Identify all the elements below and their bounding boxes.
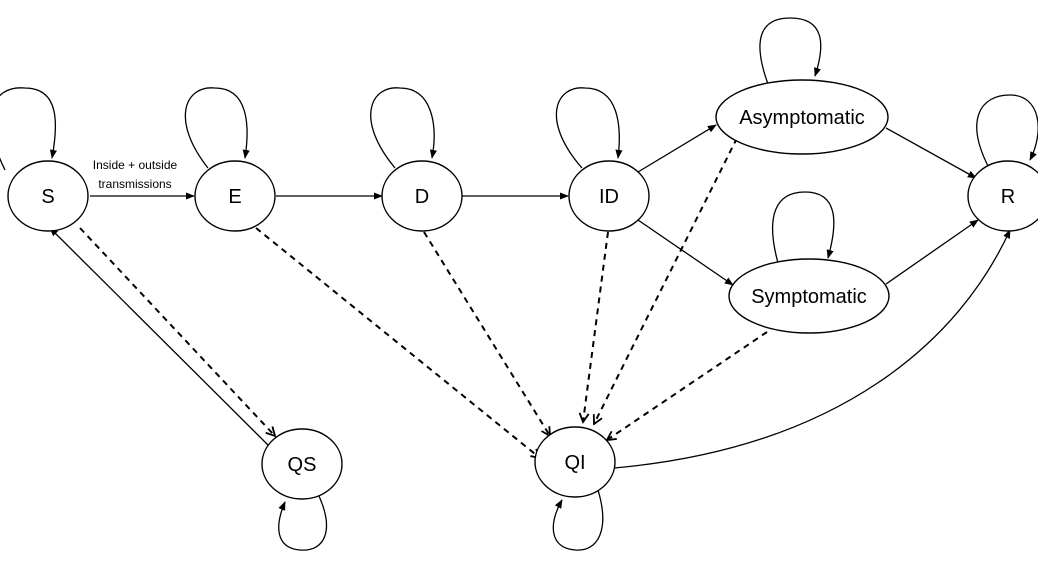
self-loop-id (555, 87, 623, 169)
node-symptomatic-label: Symptomatic (751, 286, 867, 308)
edge-label-s-to-e-line1: Inside + outside (93, 158, 178, 172)
node-d: D (381, 160, 463, 232)
node-d-label: D (415, 186, 429, 208)
edge-e-to-qi (255, 227, 540, 458)
self-loop-symptomatic (771, 191, 835, 264)
self-loop-s (0, 87, 57, 171)
node-qi: QI (534, 426, 616, 498)
edge-qs-to-s (49, 227, 269, 446)
self-loop-r (976, 94, 1038, 167)
edge-id-to-symptomatic (637, 219, 734, 286)
edge-id-to-qi (583, 231, 609, 422)
node-r-label: R (1001, 186, 1015, 208)
node-s: S (7, 160, 89, 232)
node-qs-label: QS (288, 454, 317, 476)
node-qi-label: QI (564, 452, 585, 474)
node-id: ID (568, 160, 650, 232)
self-loop-e (184, 87, 250, 169)
node-asymptomatic: Asymptomatic (715, 79, 889, 155)
edge-qi-to-r (613, 229, 1011, 469)
node-s-label: S (41, 186, 54, 208)
edge-asymptomatic-to-r (885, 127, 977, 179)
node-id-label: ID (599, 186, 619, 208)
node-e: E (194, 160, 276, 232)
edge-symptomatic-to-r (885, 219, 979, 285)
edge-label-s-to-e-line2: transmissions (98, 177, 171, 191)
self-loop-d (370, 87, 437, 169)
node-r: R (967, 160, 1038, 232)
node-e-label: E (228, 186, 241, 208)
self-loop-qs (278, 493, 327, 551)
edge-d-to-qi (423, 231, 550, 436)
edge-s-to-qs (79, 227, 275, 436)
edge-id-to-asymptomatic (637, 124, 717, 173)
self-loop-qi (552, 489, 604, 551)
node-symptomatic: Symptomatic (728, 258, 890, 334)
node-asymptomatic-label: Asymptomatic (739, 107, 865, 129)
self-loop-asymptomatic (759, 17, 822, 85)
edge-asymptomatic-to-qi (594, 137, 738, 424)
node-qs: QS (261, 428, 343, 500)
